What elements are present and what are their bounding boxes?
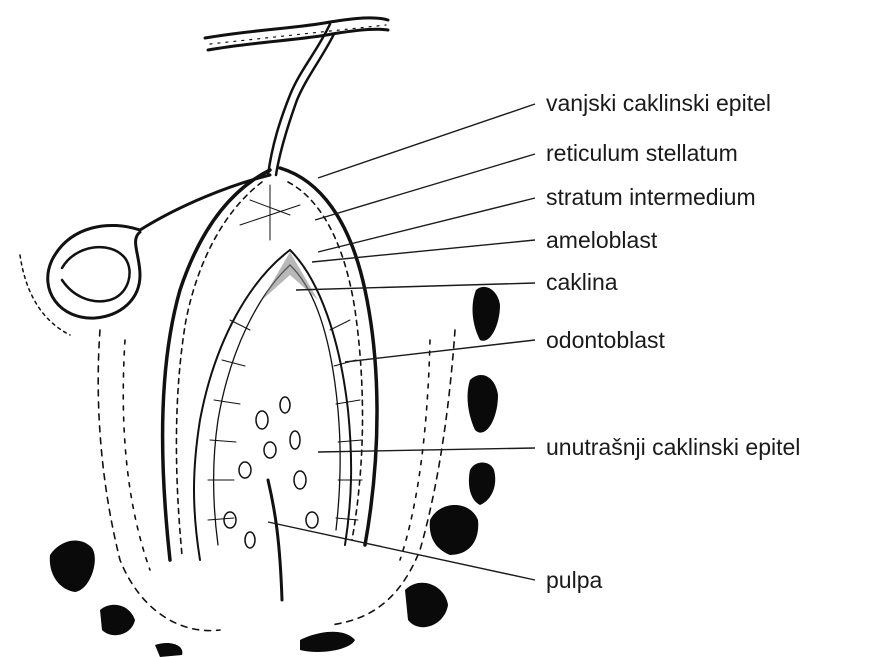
label-ameloblast: ameloblast — [546, 227, 658, 253]
leader-stellate-reticulum — [315, 154, 535, 220]
label-outer-enamel-epithelium: vanjski caklinski epitel — [546, 90, 771, 116]
dental-lamina — [205, 18, 388, 175]
label-odontoblast: odontoblast — [546, 327, 666, 353]
label-stratum-intermedium: stratum intermedium — [546, 184, 756, 210]
labels: vanjski caklinski epitel reticulum stell… — [546, 90, 800, 593]
leader-lines — [268, 104, 535, 580]
label-pulp: pulpa — [546, 567, 602, 593]
leader-ameloblast — [312, 240, 535, 262]
label-enamel: caklina — [546, 269, 618, 295]
label-stellate-reticulum: reticulum stellatum — [546, 140, 738, 166]
dental-papilla — [224, 397, 318, 600]
bone-fragments — [50, 287, 500, 657]
leader-pulp — [268, 522, 535, 580]
label-inner-enamel-epithelium: unutrašnji caklinski epitel — [546, 434, 800, 460]
leader-outer-enamel-epithelium — [318, 104, 535, 178]
leader-enamel — [296, 283, 535, 290]
inner-layers — [194, 250, 362, 560]
dental-follicle — [98, 330, 455, 631]
